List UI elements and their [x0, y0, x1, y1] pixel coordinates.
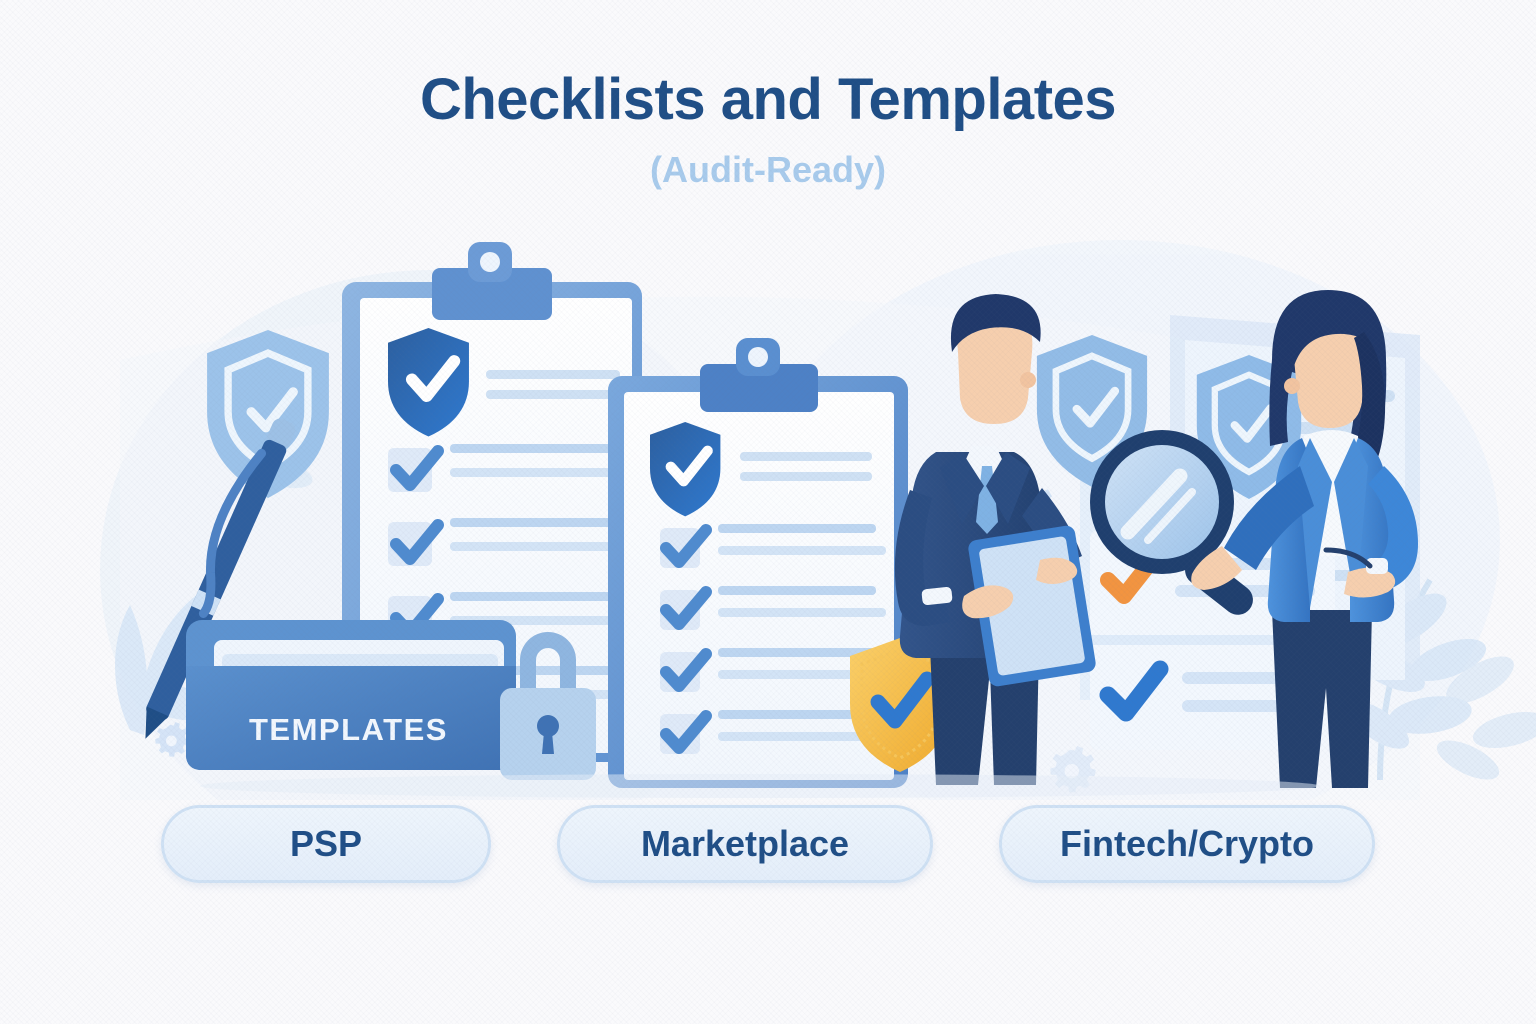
- front-clipboard: [608, 338, 908, 788]
- pill-psp[interactable]: PSP: [161, 805, 491, 883]
- pill-marketplace[interactable]: Marketplace: [557, 805, 933, 883]
- category-pill-row: PSP Marketplace Fintech/Crypto: [0, 798, 1536, 890]
- pill-fintech-crypto[interactable]: Fintech/Crypto: [999, 805, 1375, 883]
- front-clipboard-rows: [660, 524, 886, 754]
- blue-check-icon: [1099, 660, 1169, 722]
- ground-shadow: [200, 774, 1320, 798]
- pill-psp-label: PSP: [289, 823, 363, 864]
- page-title: Checklists and Templates: [419, 67, 1117, 132]
- page-subtitle: (Audit-Ready): [650, 148, 886, 190]
- back-clipboard-shield-icon: [388, 328, 469, 437]
- padlock-icon: [500, 632, 596, 780]
- hero-illustration: TEMPLATES: [0, 240, 1536, 800]
- folder-label: TEMPLATES: [249, 712, 448, 747]
- front-clipboard-shield-icon: [650, 422, 721, 517]
- pill-marketplace-label: Marketplace: [640, 823, 850, 864]
- templates-folder: TEMPLATES: [186, 620, 516, 770]
- magnifying-glass-icon: [1090, 430, 1253, 615]
- pen-icon: [145, 418, 296, 739]
- gold-shield-badge-icon: [850, 638, 950, 772]
- page-header: Checklists and Templates (Audit-Ready): [0, 67, 1536, 191]
- businesswoman-figure: [1191, 290, 1418, 788]
- pill-fintech-crypto-label: Fintech/Crypto: [1059, 823, 1314, 864]
- businessman-figure: [894, 294, 1096, 785]
